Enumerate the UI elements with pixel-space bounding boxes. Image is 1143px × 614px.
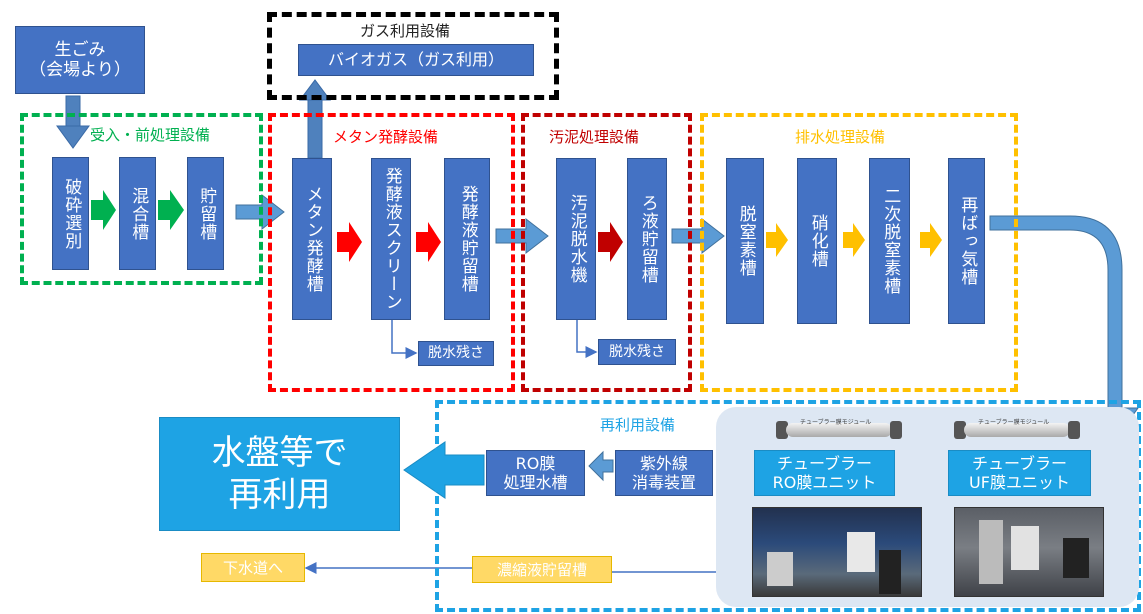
uf-unit-photo [954, 507, 1104, 597]
concentrate-tank-box: 濃縮液貯留槽 [472, 556, 612, 583]
sludge-dewater-box: 汚泥脱水機 [556, 158, 596, 320]
uf-module-label: チューブラー膜モジュール [978, 417, 1049, 426]
uf-module-icon: チューブラー膜モジュール [954, 417, 1080, 443]
ferment-liquor-box: 発酵液貯留槽 [444, 158, 490, 320]
gas-frame-title: ガス利用設備 [360, 20, 450, 41]
methane-residue-box: 脱水残さ [418, 341, 494, 366]
final-reuse-box: 水盤等で 再利用 [159, 417, 400, 531]
sludge-frame-title: 汚泥処理設備 [549, 126, 639, 147]
waste-frame-title: 排水処理設備 [795, 126, 885, 147]
pre-frame-title: 受入・前処理設備 [90, 124, 210, 145]
food-waste-line1: 生ごみ [55, 40, 106, 60]
ro-module-icon: チューブラー膜モジュール [776, 417, 902, 443]
sewer-box: 下水道へ [201, 553, 305, 582]
ro-water-tank-box: RO膜 処理水槽 [486, 450, 585, 496]
ferment-screen-box: 発酵液スクリーン [371, 158, 411, 320]
crush-sort-box: 破砕選別 [52, 157, 89, 270]
mixing-tank-box: 混合槽 [119, 157, 156, 270]
reaeration-box: 再ばっ気槽 [948, 158, 985, 324]
storage-tank-box: 貯留槽 [187, 157, 224, 270]
food-waste-line2: （会場より） [29, 60, 131, 80]
ro-unit-photo [752, 507, 922, 597]
methane-tank-box: メタン発酵槽 [292, 158, 332, 320]
denitrification-box: 脱窒素槽 [726, 158, 764, 324]
reuse-frame-title: 再利用設備 [600, 414, 675, 435]
sludge-residue-box: 脱水残さ [598, 339, 676, 365]
biogas-box: バイオガス（ガス利用） [298, 44, 534, 76]
filtrate-tank-box: ろ液貯留槽 [627, 158, 667, 320]
secondary-denit-box: 二次脱窒素槽 [869, 158, 910, 324]
methane-frame-title: メタン発酵設備 [333, 126, 438, 147]
uf-unit-box: チューブラー UF膜ユニット [948, 450, 1091, 496]
food-waste-box: 生ごみ （会場より） [15, 26, 145, 94]
ro-unit-box: チューブラー RO膜ユニット [754, 450, 895, 496]
ro-module-label: チューブラー膜モジュール [800, 417, 871, 426]
uv-disinfect-box: 紫外線 消毒装置 [615, 450, 713, 496]
nitrification-box: 硝化槽 [797, 158, 837, 324]
